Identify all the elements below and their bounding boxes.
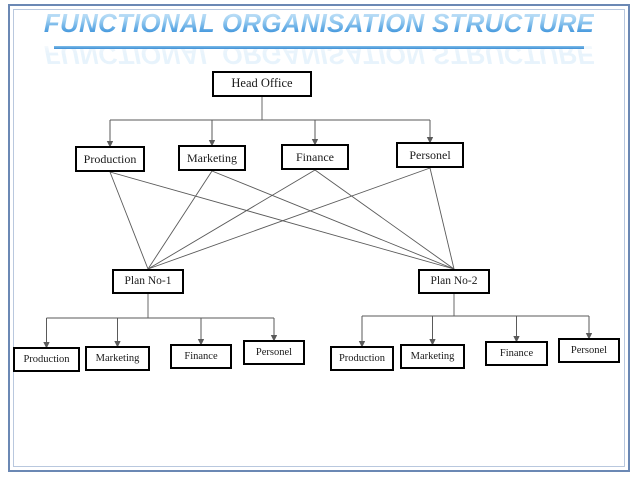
org-node-label: Marketing [187, 150, 237, 165]
org-node-prod1[interactable]: Production [75, 146, 145, 172]
org-node-label: Production [338, 352, 386, 364]
connector-fin1-plan1 [147, 169, 316, 270]
org-node-l2mkt[interactable]: Marketing [400, 344, 465, 369]
org-node-plan2[interactable]: Plan No-2 [418, 269, 490, 294]
slide-frame-inner [13, 9, 625, 467]
slide-title-reflection: FUNCTIONAL ORGANISATION STRUCTURE [0, 40, 638, 70]
org-node-label: Plan No-1 [124, 275, 172, 288]
org-node-label: Marketing [95, 352, 140, 364]
org-node-per1[interactable]: Personel [396, 142, 464, 168]
org-node-label: Production [83, 151, 137, 166]
org-node-label: Plan No-2 [430, 275, 478, 288]
org-node-label: Personel [409, 147, 451, 162]
slide-title-text: FUNCTIONAL ORGANISATION STRUCTURE [43, 8, 595, 38]
org-node-l1prod[interactable]: Production [13, 347, 80, 372]
org-node-head[interactable]: Head Office [212, 71, 312, 97]
org-node-l1fin[interactable]: Finance [170, 344, 232, 369]
org-node-l1mkt[interactable]: Marketing [85, 346, 150, 371]
org-node-label: Personel [255, 346, 293, 358]
org-node-label: Personel [570, 344, 608, 356]
org-node-l2per[interactable]: Personel [558, 338, 620, 363]
org-node-label: Finance [184, 350, 218, 362]
connector-mkt1-plan1 [147, 170, 213, 270]
connector-fin1-plan2 [314, 169, 455, 270]
org-node-l2fin[interactable]: Finance [485, 341, 548, 366]
org-node-label: Finance [499, 347, 534, 359]
org-node-plan1[interactable]: Plan No-1 [112, 269, 184, 294]
slide-title-reflection-text: FUNCTIONAL ORGANISATION STRUCTURE [43, 40, 595, 70]
slide-title: FUNCTIONAL ORGANISATION STRUCTURE [0, 8, 638, 49]
org-node-label: Marketing [410, 350, 455, 362]
connector-per1-plan1 [147, 167, 431, 270]
org-node-l2prod[interactable]: Production [330, 346, 394, 371]
slide-title-underline [54, 46, 584, 49]
connector-mkt1-plan2 [211, 170, 455, 270]
org-node-label: Production [23, 353, 70, 365]
slide-frame-outer [8, 4, 630, 472]
org-node-label: Head Office [231, 76, 293, 91]
connector-prod1-plan1 [109, 171, 149, 270]
org-node-label: Finance [296, 149, 334, 164]
connector-prod1-plan2 [109, 171, 455, 270]
org-node-mkt1[interactable]: Marketing [178, 145, 246, 171]
org-node-l1per[interactable]: Personel [243, 340, 305, 365]
org-node-fin1[interactable]: Finance [281, 144, 349, 170]
connector-per1-plan2 [429, 167, 455, 270]
